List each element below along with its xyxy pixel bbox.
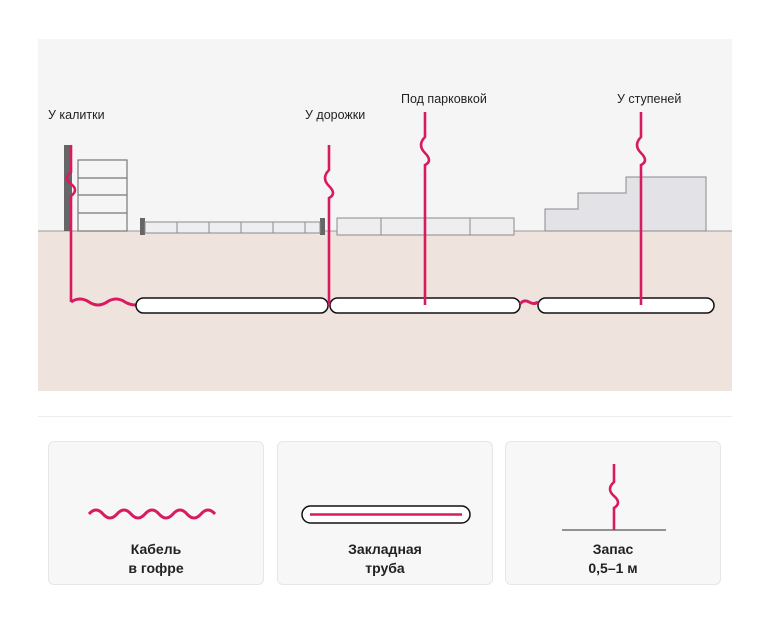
corrugated-cable-start bbox=[70, 297, 137, 307]
embedded-pipe-3 bbox=[537, 297, 715, 314]
label-gate: У калитки bbox=[48, 108, 105, 122]
legend-card-cable-slack: Запас 0,5–1 м bbox=[505, 441, 721, 585]
legend-label-line1: Запас bbox=[592, 541, 634, 557]
embedded-pipe-1 bbox=[135, 297, 329, 314]
legend-label-line2: в гофре bbox=[128, 560, 184, 576]
cable-slack-icon bbox=[562, 464, 666, 531]
corrugated-cable-icon bbox=[87, 508, 217, 520]
label-path: У дорожки bbox=[305, 108, 365, 122]
legend-label-line1: Кабель bbox=[130, 541, 182, 557]
gate-post bbox=[64, 145, 72, 231]
legend-label: Запас 0,5–1 м bbox=[506, 540, 720, 578]
label-parking: Под парковкой bbox=[401, 92, 487, 106]
label-steps: У ступеней bbox=[617, 92, 681, 106]
cable-gate-riser bbox=[65, 145, 77, 302]
cable-steps-riser bbox=[635, 112, 647, 305]
legend-label-line2: труба bbox=[365, 560, 405, 576]
path-edge-post bbox=[320, 218, 325, 235]
legend-label-line1: Закладная bbox=[348, 541, 422, 557]
embedded-pipe-icon bbox=[301, 505, 471, 524]
path-surface bbox=[144, 221, 321, 234]
legend-label: Закладная труба bbox=[278, 540, 492, 578]
legend-label-line2: 0,5–1 м bbox=[588, 560, 638, 576]
cable-path-riser bbox=[323, 145, 335, 305]
legend-card-embedded-pipe: Закладная труба bbox=[277, 441, 493, 585]
steps-structure bbox=[544, 176, 707, 232]
gate-structure bbox=[64, 145, 128, 232]
corrugated-cable-link bbox=[518, 299, 539, 305]
legend-label: Кабель в гофре bbox=[49, 540, 263, 578]
section-divider bbox=[38, 416, 732, 417]
garden-path bbox=[140, 218, 325, 235]
cable-routing-diagram: У калитки У дорожки Под парковкой У ступ… bbox=[38, 92, 732, 391]
legend-card-corrugated-cable: Кабель в гофре bbox=[48, 441, 264, 585]
cable-parking-riser bbox=[419, 112, 431, 305]
path-edge-post bbox=[140, 218, 145, 235]
